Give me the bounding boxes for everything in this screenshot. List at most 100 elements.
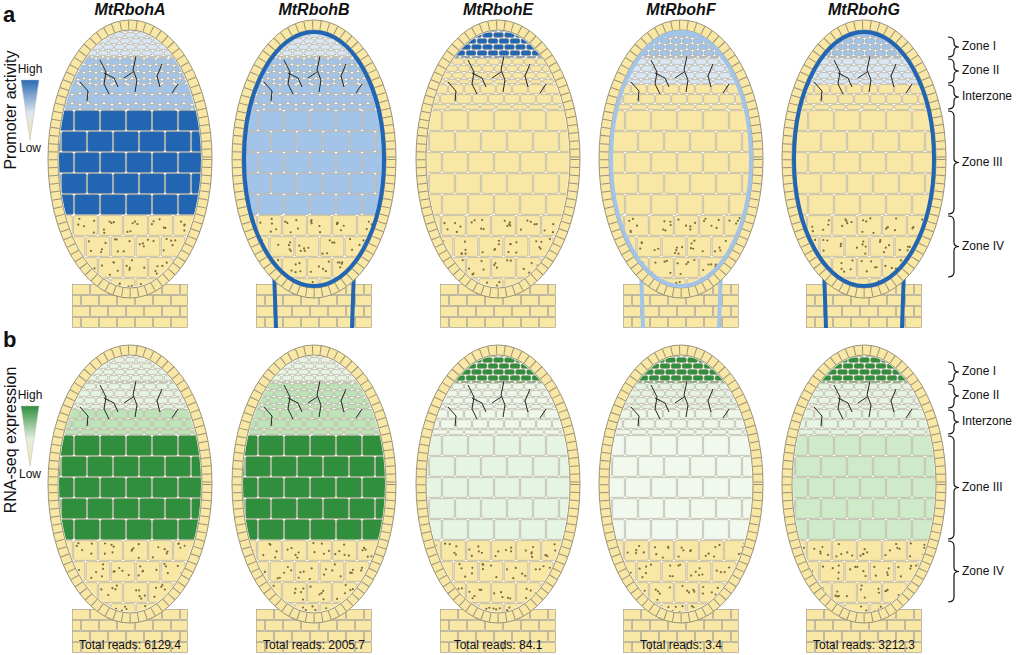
nodule-cell xyxy=(255,33,265,38)
nodule-cell xyxy=(347,66,358,72)
nodule-cell xyxy=(186,27,196,32)
bacteroid-dot xyxy=(127,286,129,288)
nodule-cell xyxy=(208,39,218,44)
nodule-cell xyxy=(186,39,196,44)
nodule-cell xyxy=(732,59,743,65)
nodule-cell xyxy=(576,51,586,56)
root-cell xyxy=(73,307,90,317)
nodule-cell xyxy=(521,153,546,173)
nodule-cell xyxy=(633,45,643,50)
nodule-cell xyxy=(174,258,198,278)
root-cell xyxy=(82,296,99,306)
nodule-cell xyxy=(361,105,376,110)
bacteroid-dot xyxy=(603,219,605,221)
bacteroid-dot xyxy=(758,269,760,271)
nodule-cell xyxy=(752,95,767,104)
bacteroid-dot xyxy=(605,263,607,265)
bacteroid-dot xyxy=(181,259,183,261)
nodule-cell xyxy=(220,174,245,194)
nodule-cell xyxy=(65,51,75,56)
nodule-cell xyxy=(772,45,782,50)
bacteroid-dot xyxy=(483,268,485,270)
nodule-cell xyxy=(417,216,441,236)
bacteroid-dot xyxy=(189,251,191,253)
nodule-cell xyxy=(337,195,362,215)
bacteroid-dot xyxy=(411,239,413,241)
bacteroid-dot xyxy=(581,220,583,222)
bacteroid-dot xyxy=(357,284,359,286)
nodule-cell xyxy=(193,73,204,79)
nodule-cell xyxy=(49,33,59,38)
nodule-cell xyxy=(266,21,276,26)
nodule-cell xyxy=(519,80,530,84)
nodule-cell xyxy=(443,195,468,215)
nodule-cell xyxy=(838,45,848,50)
bacteroid-dot xyxy=(170,287,172,289)
nodule-cell xyxy=(227,27,237,32)
bacteroid-dot xyxy=(128,240,130,242)
nodule-cell xyxy=(605,27,615,32)
root-cell xyxy=(181,285,188,295)
nodule-cell xyxy=(282,27,292,32)
nodule-cell xyxy=(505,56,515,58)
bacteroid-dot xyxy=(201,247,203,249)
nodule-cell xyxy=(465,105,480,110)
nodule-cell xyxy=(898,27,908,32)
nodule-cell xyxy=(531,66,542,72)
root-cell xyxy=(549,285,556,295)
nodule-cell xyxy=(401,85,416,94)
bacteroid-dot xyxy=(93,220,95,222)
bacteroid-dot xyxy=(441,284,443,286)
nodule-cell xyxy=(650,216,674,236)
bacteroid-dot xyxy=(67,265,69,267)
bacteroid-dot xyxy=(218,218,220,220)
bacteroid-dot xyxy=(615,250,617,252)
root-cell xyxy=(834,318,851,328)
nodule-cell xyxy=(472,56,482,58)
nodule-cell xyxy=(260,27,270,32)
nodule-cell xyxy=(65,85,80,94)
nodule-cell xyxy=(60,45,70,50)
nodule-cell xyxy=(324,132,349,152)
bacteroid-dot xyxy=(220,227,222,229)
nodule-cell xyxy=(164,39,174,44)
bacteroid-dot xyxy=(63,219,65,221)
bacteroid-dot xyxy=(204,283,206,285)
bacteroid-dot xyxy=(506,225,508,227)
nodule-cell xyxy=(85,59,96,65)
root-cell xyxy=(531,285,548,295)
bacteroid-dot xyxy=(290,288,292,290)
bacteroid-dot xyxy=(400,273,402,275)
nodule-cell xyxy=(104,21,114,26)
bacteroid-dot xyxy=(105,285,107,287)
nodule-cell xyxy=(49,258,73,278)
nodule-cell xyxy=(754,45,764,50)
nodule-cell xyxy=(680,105,695,110)
root-cell xyxy=(311,307,328,317)
nodule-cell xyxy=(124,216,148,236)
bacteroid-dot xyxy=(630,282,632,284)
bacteroid-dot xyxy=(322,268,324,270)
nodule-cell xyxy=(211,279,235,292)
nodule-cell xyxy=(371,66,382,72)
nodule-cell xyxy=(335,80,346,84)
nodule-cell xyxy=(65,105,80,110)
nodule-cell xyxy=(827,21,837,26)
bacteroid-dot xyxy=(161,265,163,267)
bacteroid-dot xyxy=(742,242,744,244)
nodule-cell xyxy=(622,33,632,38)
bacteroid-dot xyxy=(372,262,374,264)
bacteroid-dot xyxy=(416,245,418,247)
bacteroid-dot xyxy=(769,284,771,286)
bacteroid-dot xyxy=(544,229,546,231)
bacteroid-dot xyxy=(570,217,572,219)
root-cell xyxy=(365,307,372,317)
nodule-cell xyxy=(495,66,506,72)
vascular-ring xyxy=(611,32,751,286)
nodule-cell xyxy=(693,27,703,32)
bacteroid-dot xyxy=(480,228,482,230)
nodule-cell xyxy=(246,132,271,152)
nodule-cell xyxy=(665,132,690,152)
nodule-cell xyxy=(743,174,768,194)
bacteroid-dot xyxy=(598,286,600,288)
